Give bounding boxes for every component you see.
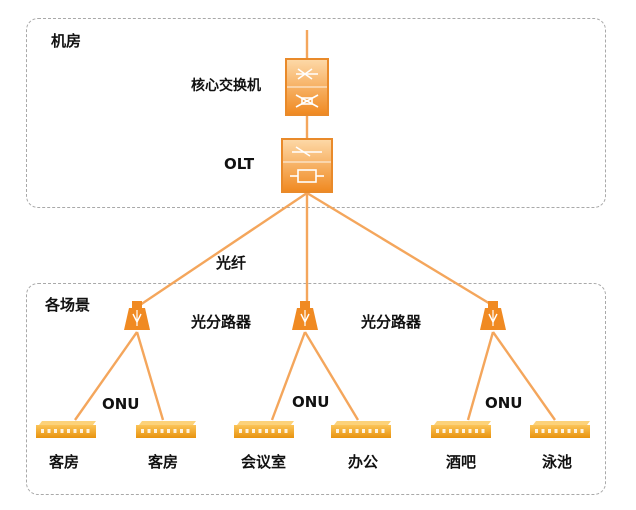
splitter-icon (124, 301, 150, 330)
endpoint-label: 客房 (148, 453, 179, 471)
fiber-label: 光纤 (216, 254, 247, 272)
scenario-title: 各场景 (45, 296, 91, 314)
splitter-icon (480, 301, 506, 330)
olt-label: OLT (224, 155, 255, 173)
splitter-2-onu-4-line (303, 331, 360, 421)
core-switch-label: 核心交换机 (191, 78, 261, 94)
core-switch-icon (285, 58, 329, 116)
splitter-3-onu-6-line (492, 331, 556, 421)
splitter-icon (292, 301, 318, 330)
olt-splitter-1-line (139, 192, 308, 306)
splitter-1-onu-1-line (74, 331, 138, 421)
onu-label: ONU (292, 393, 330, 411)
onu-device-icon (234, 421, 294, 438)
scenario-region (26, 283, 606, 495)
endpoint-label: 会议室 (241, 453, 287, 471)
onu-device-icon (431, 421, 491, 438)
endpoint-label: 酒吧 (446, 453, 477, 471)
splitter-label: 光分路器 (191, 313, 252, 331)
olt-icon (281, 138, 333, 193)
onu-device-icon (530, 421, 590, 438)
splitter-1-onu-2-line (135, 331, 165, 421)
onu-device-icon (331, 421, 391, 438)
splitter-3-onu-5-line (466, 331, 495, 421)
fiber-links (74, 30, 556, 421)
olt-splitter-3-line (306, 191, 493, 307)
onu-label: ONU (485, 394, 523, 412)
endpoint-label: 办公 (348, 453, 379, 471)
endpoint-label: 泳池 (542, 453, 573, 471)
onu-label: ONU (102, 395, 140, 413)
onu-device-icon (36, 421, 96, 438)
splitter-2-onu-3-line (270, 331, 307, 421)
machine-room-title: 机房 (51, 32, 82, 50)
splitter-label: 光分路器 (361, 313, 422, 331)
onu-device-icon (136, 421, 196, 438)
machine-room-region (26, 18, 606, 208)
endpoint-label: 客房 (49, 453, 80, 471)
